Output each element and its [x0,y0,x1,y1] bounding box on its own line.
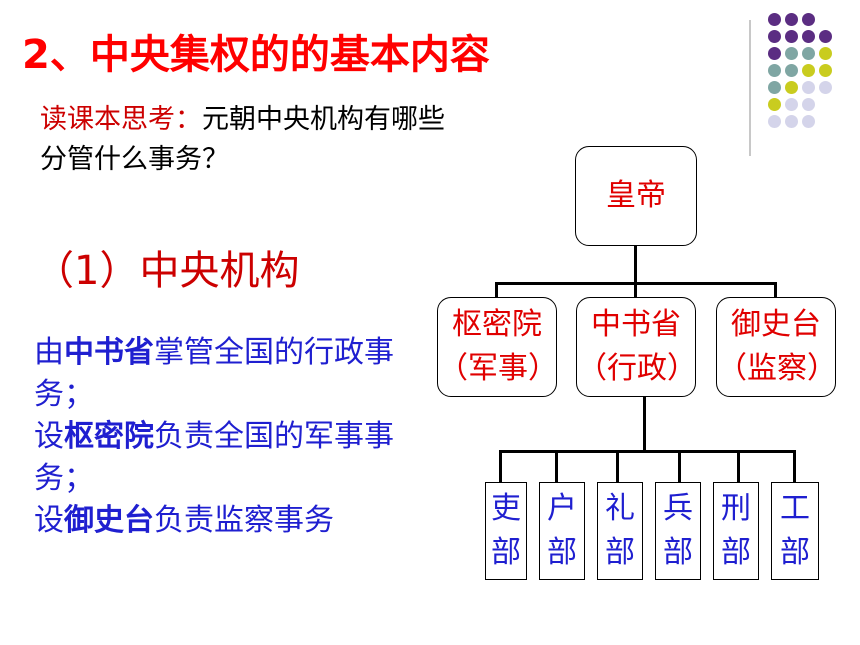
desc-p1-post: 掌管全国的行政事务； [34,335,394,412]
connector-branch-mid [634,282,637,298]
connector-branch-left [495,282,498,298]
decorative-dot [802,47,815,60]
connector-dept-tick [555,450,558,482]
decorative-dot [785,13,798,26]
decorative-dot [768,115,781,128]
desc-p1-bold: 中书省 [64,335,154,370]
connector-root-down [634,246,637,284]
dept-char2: 部 [663,535,693,570]
branch-name: 中书省 [591,307,681,342]
branch-role: （监察） [717,351,837,386]
dept-box-works: 工 部 [771,482,819,580]
decorative-dot [768,30,781,43]
dept-box-revenue: 户 部 [539,482,585,580]
dept-char2: 部 [780,535,810,570]
desc-p1-pre: 由 [34,335,64,370]
dept-box-justice: 刑 部 [713,482,759,580]
dept-box-personnel: 吏 部 [485,482,527,580]
decorative-dot [802,81,815,94]
connector-branch-right [774,282,777,298]
connector-dept-tick [793,450,796,482]
section-subtitle: （1）中央机构 [34,248,300,294]
dept-char2: 部 [721,535,751,570]
decorative-dot [768,81,781,94]
decorative-dot [802,115,815,128]
connector-dept-tick [616,450,619,482]
branch-box-supervision: 御史台 （监察） [716,297,837,397]
decorative-dot [768,47,781,60]
desc-p2-bold: 枢密院 [64,419,154,454]
desc-p3-bold: 御史台 [64,503,154,538]
dept-char1: 户 [547,491,577,526]
prompt-label: 读课本思考： [40,104,202,135]
dept-char1: 兵 [663,491,693,526]
branch-name: 枢密院 [452,307,542,342]
decorative-dot [819,47,832,60]
decorative-dot [802,30,815,43]
divider-line [749,20,751,156]
connector-dept-bar [499,450,796,453]
decorative-dot [768,64,781,77]
page-title: 2、中央集权的的基本内容 [22,32,490,78]
decorative-dot [785,98,798,111]
decorative-dot [819,64,832,77]
prompt-line1: 元朝中央机构有哪些 [202,104,445,135]
decorative-dot [768,13,781,26]
connector-dept-down [643,396,646,452]
dept-char1: 礼 [605,491,635,526]
emperor-label: 皇帝 [606,178,666,213]
emperor-box: 皇帝 [575,146,697,246]
connector-dept-tick [737,450,740,482]
reading-prompt: 读课本思考：元朝中央机构有哪些 分管什么事务？ [40,100,560,180]
decorative-dot [819,81,832,94]
desc-p2-post: 负责全国的军事事务； [34,419,394,496]
desc-p2-pre: 设 [34,419,64,454]
dept-char1: 工 [780,491,810,526]
decorative-dot [785,115,798,128]
decorative-dot [785,30,798,43]
dept-char2: 部 [605,535,635,570]
branch-name: 御史台 [731,307,821,342]
dept-box-rites: 礼 部 [597,482,643,580]
decorative-dot [785,64,798,77]
dept-char1: 刑 [721,491,751,526]
connector-dept-tick [678,450,681,482]
decorative-dot [785,47,798,60]
decorative-dot [768,98,781,111]
dept-char2: 部 [491,535,521,570]
dept-box-war: 兵 部 [655,482,701,580]
branch-box-military: 枢密院 （军事） [437,297,558,397]
dept-char2: 部 [547,535,577,570]
decorative-dot [802,64,815,77]
decorative-dot [785,81,798,94]
description-text: 由中书省掌管全国的行政事务； 设枢密院负责全国的军事事务； 设御史台负责监察事务 [34,332,414,542]
decorative-dot [802,13,815,26]
prompt-line2: 分管什么事务？ [40,144,229,175]
desc-p3-post: 负责监察事务 [154,503,334,538]
branch-role: （行政） [577,351,697,386]
decorative-dot [819,30,832,43]
branch-role: （军事） [438,351,558,386]
decorative-dot [802,98,815,111]
dept-char1: 吏 [491,491,521,526]
branch-box-administration: 中书省 （行政） [576,297,697,397]
desc-p3-pre: 设 [34,503,64,538]
connector-dept-tick [499,450,502,482]
